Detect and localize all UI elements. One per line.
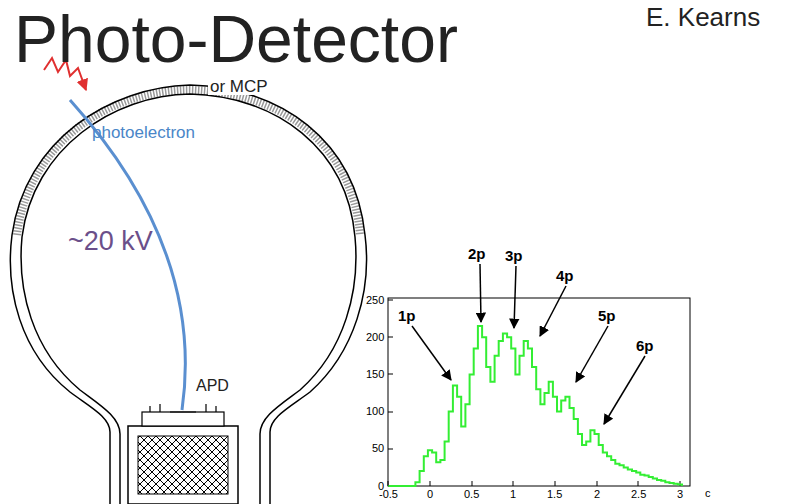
peak-label: 3p	[505, 248, 523, 263]
histogram-line	[388, 326, 682, 486]
tick-label: 0	[427, 489, 433, 500]
peak-label: 1p	[398, 308, 416, 323]
apd-chip	[142, 412, 224, 426]
apd-hatch	[138, 436, 228, 494]
peak-label: 2p	[468, 246, 486, 261]
author-name: E. Kearns	[646, 4, 760, 30]
tick-label: 2.5	[631, 489, 646, 500]
tick-label: 200	[366, 332, 384, 343]
peak-label: 4p	[556, 268, 574, 283]
bulb-inner	[21, 94, 356, 504]
tick-label: 100	[366, 406, 384, 417]
tick-label: 3	[677, 489, 683, 500]
component-label: APD	[196, 378, 229, 394]
tick-label: 1.5	[547, 489, 562, 500]
trajectory-label: photoelectron	[92, 124, 195, 141]
tick-label: -0.5	[379, 489, 398, 500]
axis-ticks	[388, 300, 680, 486]
voltage-label: ~20 kV	[68, 228, 153, 255]
device-note: or MCP	[208, 78, 270, 95]
tick-label: 150	[366, 369, 384, 380]
photoelectron-path	[70, 100, 185, 410]
plot-frame	[388, 298, 690, 486]
axis-label: c	[705, 488, 711, 499]
tick-label: 0.5	[464, 489, 479, 500]
bulb-outer	[10, 85, 366, 504]
slide-title: Photo-Detector	[14, 6, 458, 72]
tick-label: 2	[594, 489, 600, 500]
photocathode	[17, 90, 360, 235]
peak-arrows	[412, 264, 645, 424]
peak-label: 6p	[636, 338, 654, 353]
peak-label: 5p	[598, 308, 616, 323]
tick-label: 1	[510, 489, 516, 500]
tick-label: 250	[366, 295, 384, 306]
tick-label: 50	[372, 443, 384, 454]
apd-housing	[128, 426, 238, 504]
